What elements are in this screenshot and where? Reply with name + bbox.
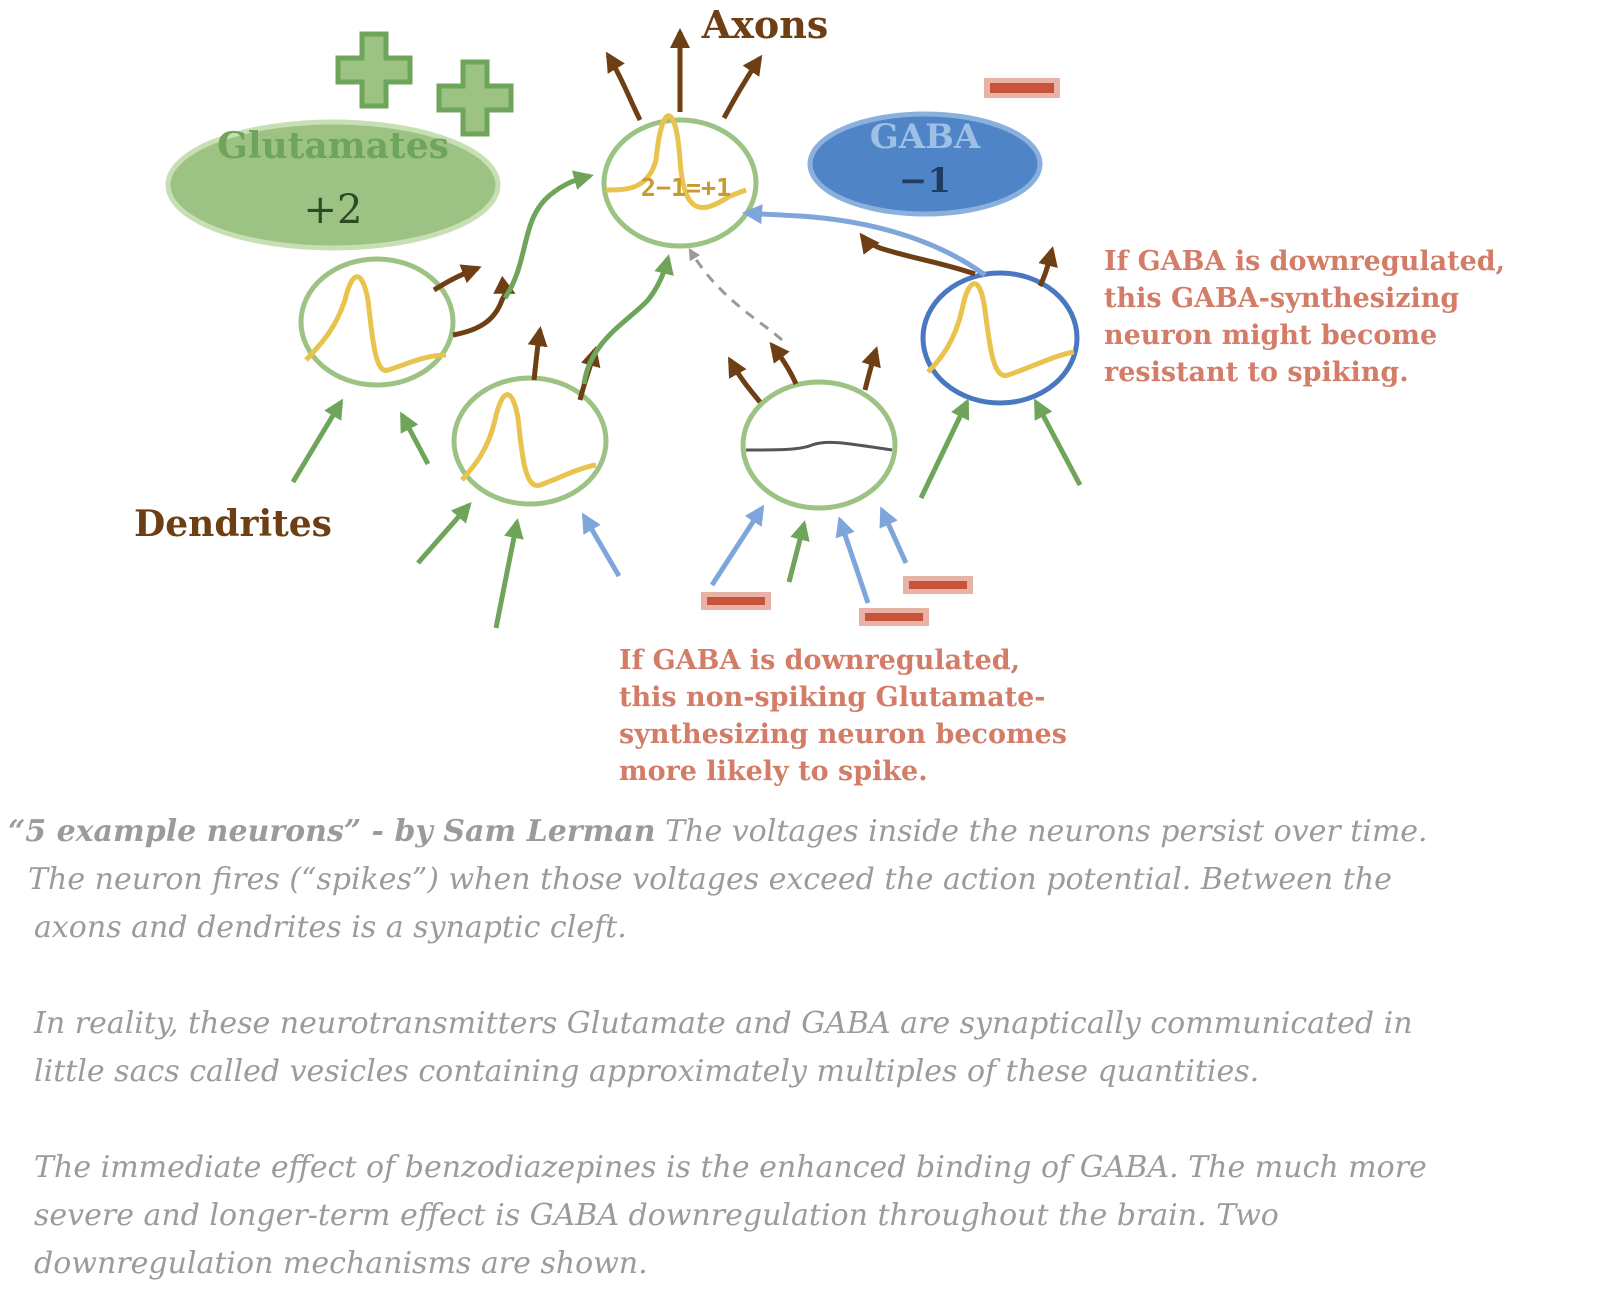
caption-line: downregulation mechanisms are shown. — [34, 1246, 648, 1281]
note-line: If GABA is downregulated, — [619, 645, 1021, 676]
neuron-non-spiking — [740, 379, 898, 511]
plus-sign-icon — [335, 31, 413, 109]
neuron-non-spiking-axons — [688, 247, 881, 404]
neuron-gaba — [920, 270, 1080, 406]
note-line: neuron might become — [1104, 320, 1438, 351]
note-line: If GABA is downregulated, — [1104, 246, 1506, 277]
caption-line: The immediate effect of benzodiazepines … — [34, 1150, 1427, 1185]
neuron-left-axons — [432, 170, 594, 338]
note-line: resistant to spiking. — [1104, 357, 1409, 388]
minus-sign-icon — [903, 576, 973, 594]
dendrite-inputs — [290, 398, 1083, 629]
minus-sign-icon — [701, 592, 771, 610]
neuron-gaba-axons — [742, 204, 1058, 288]
neuron-middle-left-axons — [527, 254, 674, 401]
note-line: synthesizing neuron becomes — [619, 719, 1067, 750]
minus-sign-icon — [984, 78, 1060, 98]
spike-trace — [605, 113, 747, 210]
gaba-title: GABA — [870, 117, 981, 157]
central-axons — [605, 28, 763, 122]
nonspiking-neuron-note: If GABA is downregulated, this non-spiki… — [619, 642, 1067, 790]
flat-trace — [745, 440, 893, 452]
caption: “5 example neurons” - by Sam Lerman The … — [8, 808, 1598, 1288]
central-neuron: 2−1=+1 — [601, 113, 759, 249]
note-line: this GABA-synthesizing — [1104, 283, 1460, 314]
minus-sign-icon — [859, 608, 929, 626]
plus-sign-icon — [436, 59, 514, 137]
neuron-left — [298, 256, 456, 388]
gaba-oval: GABA −1 — [807, 111, 1043, 217]
caption-title: “5 example neurons” - by Sam Lerman — [8, 814, 656, 849]
caption-line: axons and dendrites is a synaptic cleft. — [34, 910, 627, 945]
glutamates-value: +2 — [304, 187, 363, 233]
note-line: this non-spiking Glutamate- — [619, 682, 1046, 713]
spike-trace — [460, 392, 597, 488]
spike-trace — [926, 281, 1075, 378]
caption-line: severe and longer-term effect is GABA do… — [34, 1198, 1279, 1233]
glutamates-oval: Glutamates +2 — [165, 119, 501, 251]
note-line: more likely to spike. — [619, 756, 928, 787]
caption-line: In reality, these neurotransmitters Glut… — [34, 1006, 1413, 1041]
caption-text: The voltages inside the neurons persist … — [655, 814, 1428, 849]
glutamates-title: Glutamates — [217, 125, 449, 167]
neuron-diagram: Glutamates +2 GABA −1 Axons Dendrites 2−… — [134, 2, 1083, 629]
axons-label: Axons — [701, 2, 829, 47]
dendrites-label: Dendrites — [134, 503, 332, 545]
neuron-middle-left — [451, 375, 609, 507]
caption-line: little sacs called vesicles containing a… — [34, 1054, 1260, 1089]
gaba-neuron-note: If GABA is downregulated, this GABA-synt… — [1104, 243, 1505, 391]
caption-line: The neuron fires (“spikes”) when those v… — [28, 862, 1392, 897]
central-equation: 2−1=+1 — [641, 173, 731, 202]
spike-trace — [304, 274, 447, 373]
gaba-value: −1 — [899, 161, 951, 201]
caption-line: “5 example neurons” - by Sam Lerman The … — [8, 808, 1598, 856]
